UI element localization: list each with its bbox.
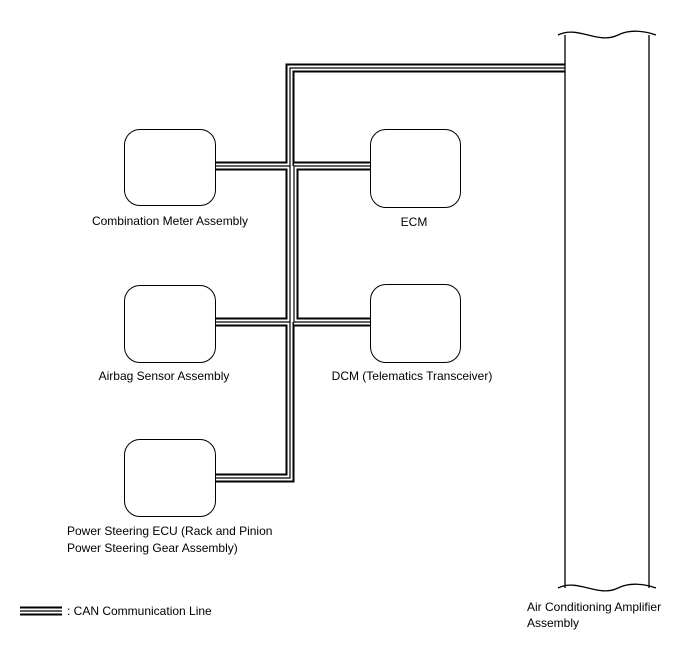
combination-meter-label: Combination Meter Assembly	[91, 214, 249, 228]
ecm-label: ECM	[400, 215, 428, 229]
airbag-sensor-label: Airbag Sensor Assembly	[98, 369, 230, 383]
combination-meter-box	[124, 129, 216, 206]
dcm-label: DCM (Telematics Transceiver)	[331, 369, 493, 383]
power-steering-box	[124, 439, 216, 517]
ac-amplifier-outline	[557, 30, 657, 592]
ac-amplifier-label-line2: Assembly	[527, 616, 580, 630]
legend-label: : CAN Communication Line	[67, 604, 212, 618]
power-steering-label-line1: Power Steering ECU (Rack and Pinion	[67, 524, 273, 538]
ecm-box	[370, 129, 461, 208]
dcm-box	[370, 284, 461, 363]
ac-amplifier-label-line1: Air Conditioning Amplifier	[527, 600, 662, 614]
airbag-sensor-box	[124, 285, 216, 363]
power-steering-label-line2: Power Steering Gear Assembly)	[67, 541, 238, 555]
